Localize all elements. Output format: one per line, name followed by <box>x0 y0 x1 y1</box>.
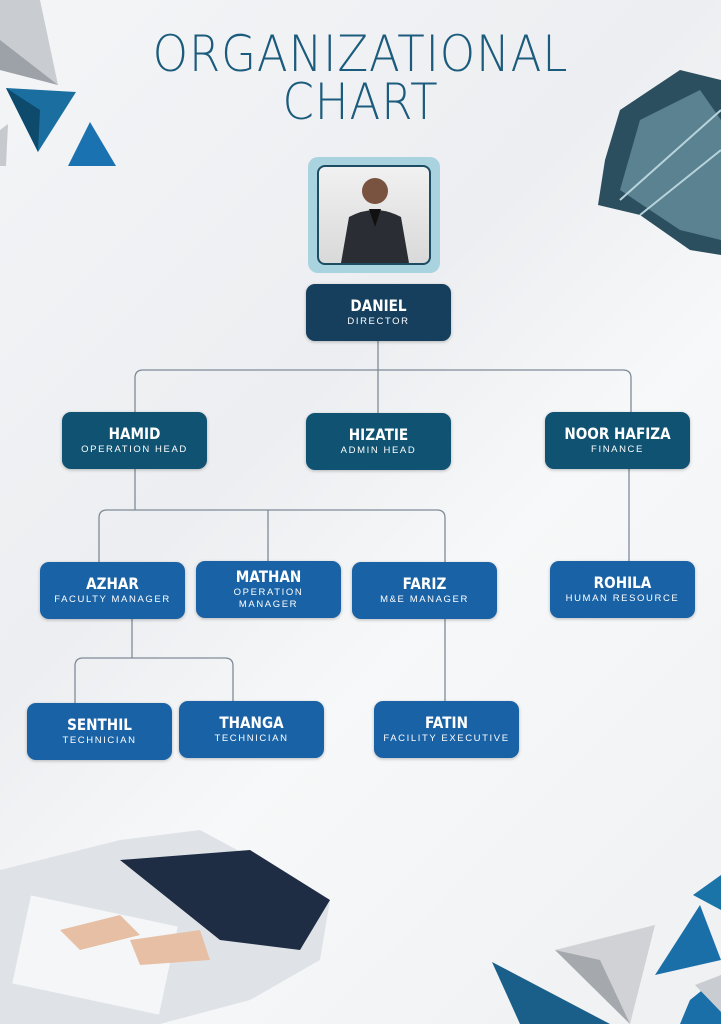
node-senthil: SENTHIL TECHNICIAN <box>27 703 172 760</box>
node-name: FATIN <box>425 713 468 732</box>
node-name: DANIEL <box>350 296 407 315</box>
node-name: FARIZ <box>402 574 447 593</box>
node-role: TECHNICIAN <box>214 733 289 744</box>
node-name: MATHAN <box>235 567 302 586</box>
node-role: ADMIN HEAD <box>340 445 417 456</box>
triangle-decor-top-left <box>0 0 116 166</box>
node-name: AZHAR <box>86 574 139 593</box>
node-role: FACILITY EXECUTIVE <box>383 733 510 744</box>
node-fariz: FARIZ M&E MANAGER <box>352 562 497 619</box>
node-name: NOOR HAFIZA <box>564 424 671 443</box>
node-name: ROHILA <box>593 573 652 592</box>
triangle-decor-bottom-right <box>492 875 721 1024</box>
node-role: FACULTY MANAGER <box>54 594 171 605</box>
node-hamid: HAMID OPERATION HEAD <box>62 412 207 469</box>
node-name: HIZATIE <box>348 425 409 444</box>
node-role: OPERATION HEAD <box>81 444 188 455</box>
node-name: THANGA <box>219 713 284 732</box>
person-avatar-icon <box>341 178 409 263</box>
connector-lines <box>74 341 632 703</box>
node-role: OPERATION MANAGER <box>233 587 304 610</box>
node-role: M&E MANAGER <box>380 594 469 605</box>
node-director: DANIEL DIRECTOR <box>306 284 451 341</box>
node-mathan: MATHAN OPERATION MANAGER <box>196 561 341 618</box>
node-thanga: THANGA TECHNICIAN <box>179 701 324 758</box>
node-fatin: FATIN FACILITY EXECUTIVE <box>374 701 519 758</box>
node-name: HAMID <box>108 424 161 443</box>
node-noor-hafiza: NOOR HAFIZA FINANCE <box>545 412 690 469</box>
node-azhar: AZHAR FACULTY MANAGER <box>40 562 185 619</box>
node-role: FINANCE <box>591 444 644 455</box>
page-title-line1: ORGANIZATIONAL <box>152 25 569 83</box>
node-role: TECHNICIAN <box>62 735 137 746</box>
node-role: DIRECTOR <box>347 316 410 327</box>
building-image-decor <box>598 70 721 255</box>
node-rohila: ROHILA HUMAN RESOURCE <box>550 561 695 618</box>
node-role: HUMAN RESOURCE <box>565 593 680 604</box>
director-photo <box>308 157 440 273</box>
node-hizatie: HIZATIE ADMIN HEAD <box>306 413 451 470</box>
business-hands-image-decor <box>0 830 330 1024</box>
page-title-line2: CHART <box>282 73 439 131</box>
node-name: SENTHIL <box>67 715 132 734</box>
